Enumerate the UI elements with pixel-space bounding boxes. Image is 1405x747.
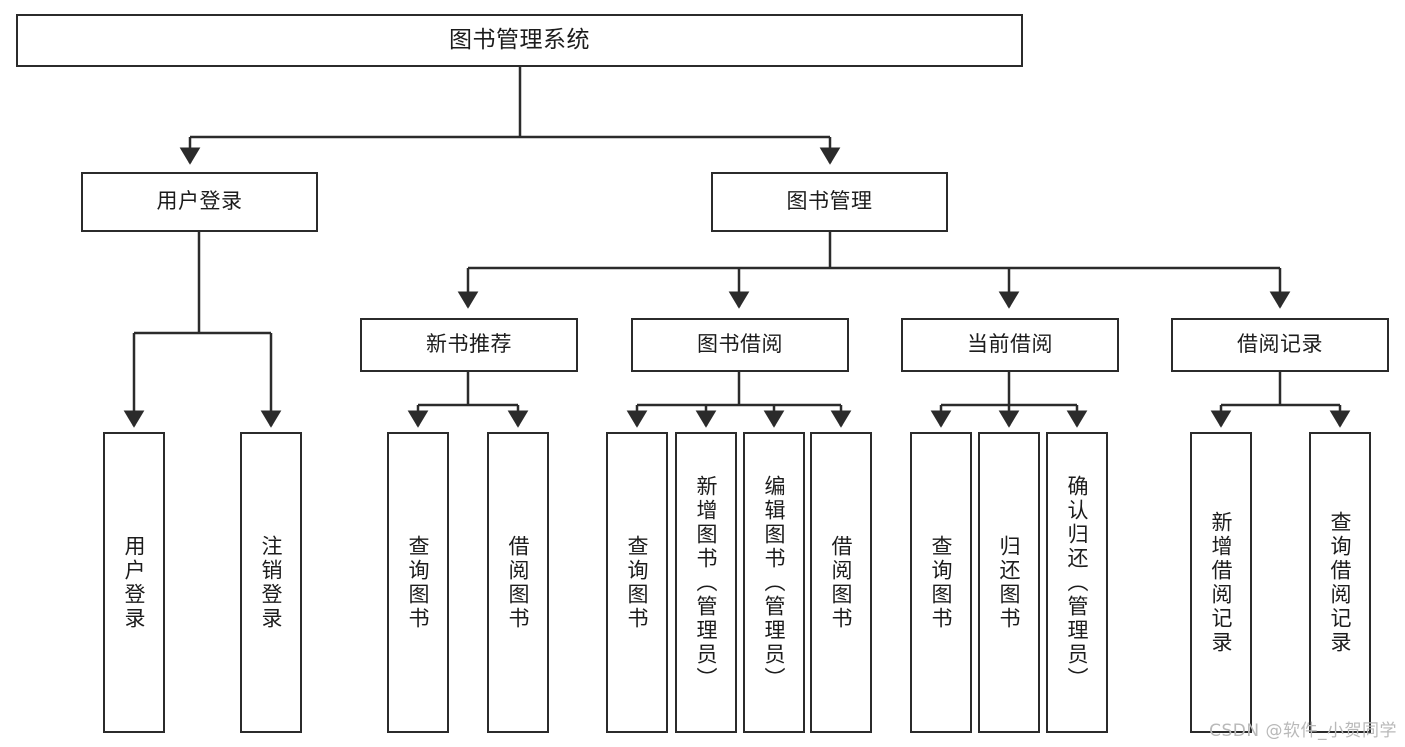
- node-leaf-return-book-label: 归还图书: [997, 534, 1022, 631]
- node-leaf-edit-book-admin[interactable]: 编辑图书（管理员）: [743, 432, 805, 733]
- node-leaf-query-book-2-label: 查询图书: [625, 534, 650, 631]
- node-leaf-borrow-book-2-label: 借阅图书: [829, 534, 854, 631]
- node-leaf-query-book-2[interactable]: 查询图书: [606, 432, 668, 733]
- node-leaf-borrow-book-1[interactable]: 借阅图书: [487, 432, 549, 733]
- node-leaf-add-book-admin-label: 新增图书（管理员）: [694, 474, 719, 691]
- node-leaf-add-book-admin[interactable]: 新增图书（管理员）: [675, 432, 737, 733]
- node-leaf-confirm-return-admin[interactable]: 确认归还（管理员）: [1046, 432, 1108, 733]
- watermark-text: CSDN @软件_小贺同学: [1209, 721, 1397, 741]
- node-user-login[interactable]: 用户登录: [81, 172, 318, 232]
- node-leaf-query-book-3[interactable]: 查询图书: [910, 432, 972, 733]
- node-leaf-confirm-return-admin-label: 确认归还（管理员）: [1065, 474, 1090, 691]
- node-leaf-add-borrow-record-label: 新增借阅记录: [1209, 510, 1234, 655]
- node-leaf-logout-label: 注销登录: [259, 534, 284, 631]
- node-leaf-query-borrow-record-label: 查询借阅记录: [1328, 510, 1353, 655]
- node-leaf-query-book-3-label: 查询图书: [929, 534, 954, 631]
- node-book-borrow[interactable]: 图书借阅: [631, 318, 849, 372]
- node-user-login-label: 用户登录: [156, 189, 243, 214]
- node-leaf-logout[interactable]: 注销登录: [240, 432, 302, 733]
- node-new-book-recommend-label: 新书推荐: [426, 332, 512, 357]
- node-leaf-return-book[interactable]: 归还图书: [978, 432, 1040, 733]
- node-leaf-user-login-label: 用户登录: [122, 534, 147, 631]
- node-current-borrow[interactable]: 当前借阅: [901, 318, 1119, 372]
- node-leaf-user-login[interactable]: 用户登录: [103, 432, 165, 733]
- node-root-label: 图书管理系统: [449, 27, 590, 54]
- node-book-management-label: 图书管理: [786, 189, 873, 214]
- node-leaf-add-borrow-record[interactable]: 新增借阅记录: [1190, 432, 1252, 733]
- node-borrow-records[interactable]: 借阅记录: [1171, 318, 1389, 372]
- node-leaf-query-book-1-label: 查询图书: [406, 534, 431, 631]
- node-new-book-recommend[interactable]: 新书推荐: [360, 318, 578, 372]
- node-leaf-borrow-book-1-label: 借阅图书: [506, 534, 531, 631]
- node-root[interactable]: 图书管理系统: [16, 14, 1023, 67]
- node-leaf-query-book-1[interactable]: 查询图书: [387, 432, 449, 733]
- node-leaf-borrow-book-2[interactable]: 借阅图书: [810, 432, 872, 733]
- node-book-borrow-label: 图书借阅: [697, 332, 783, 357]
- node-leaf-query-borrow-record[interactable]: 查询借阅记录: [1309, 432, 1371, 733]
- node-leaf-edit-book-admin-label: 编辑图书（管理员）: [762, 474, 787, 691]
- node-book-management[interactable]: 图书管理: [711, 172, 948, 232]
- node-borrow-records-label: 借阅记录: [1237, 332, 1323, 357]
- node-current-borrow-label: 当前借阅: [967, 332, 1053, 357]
